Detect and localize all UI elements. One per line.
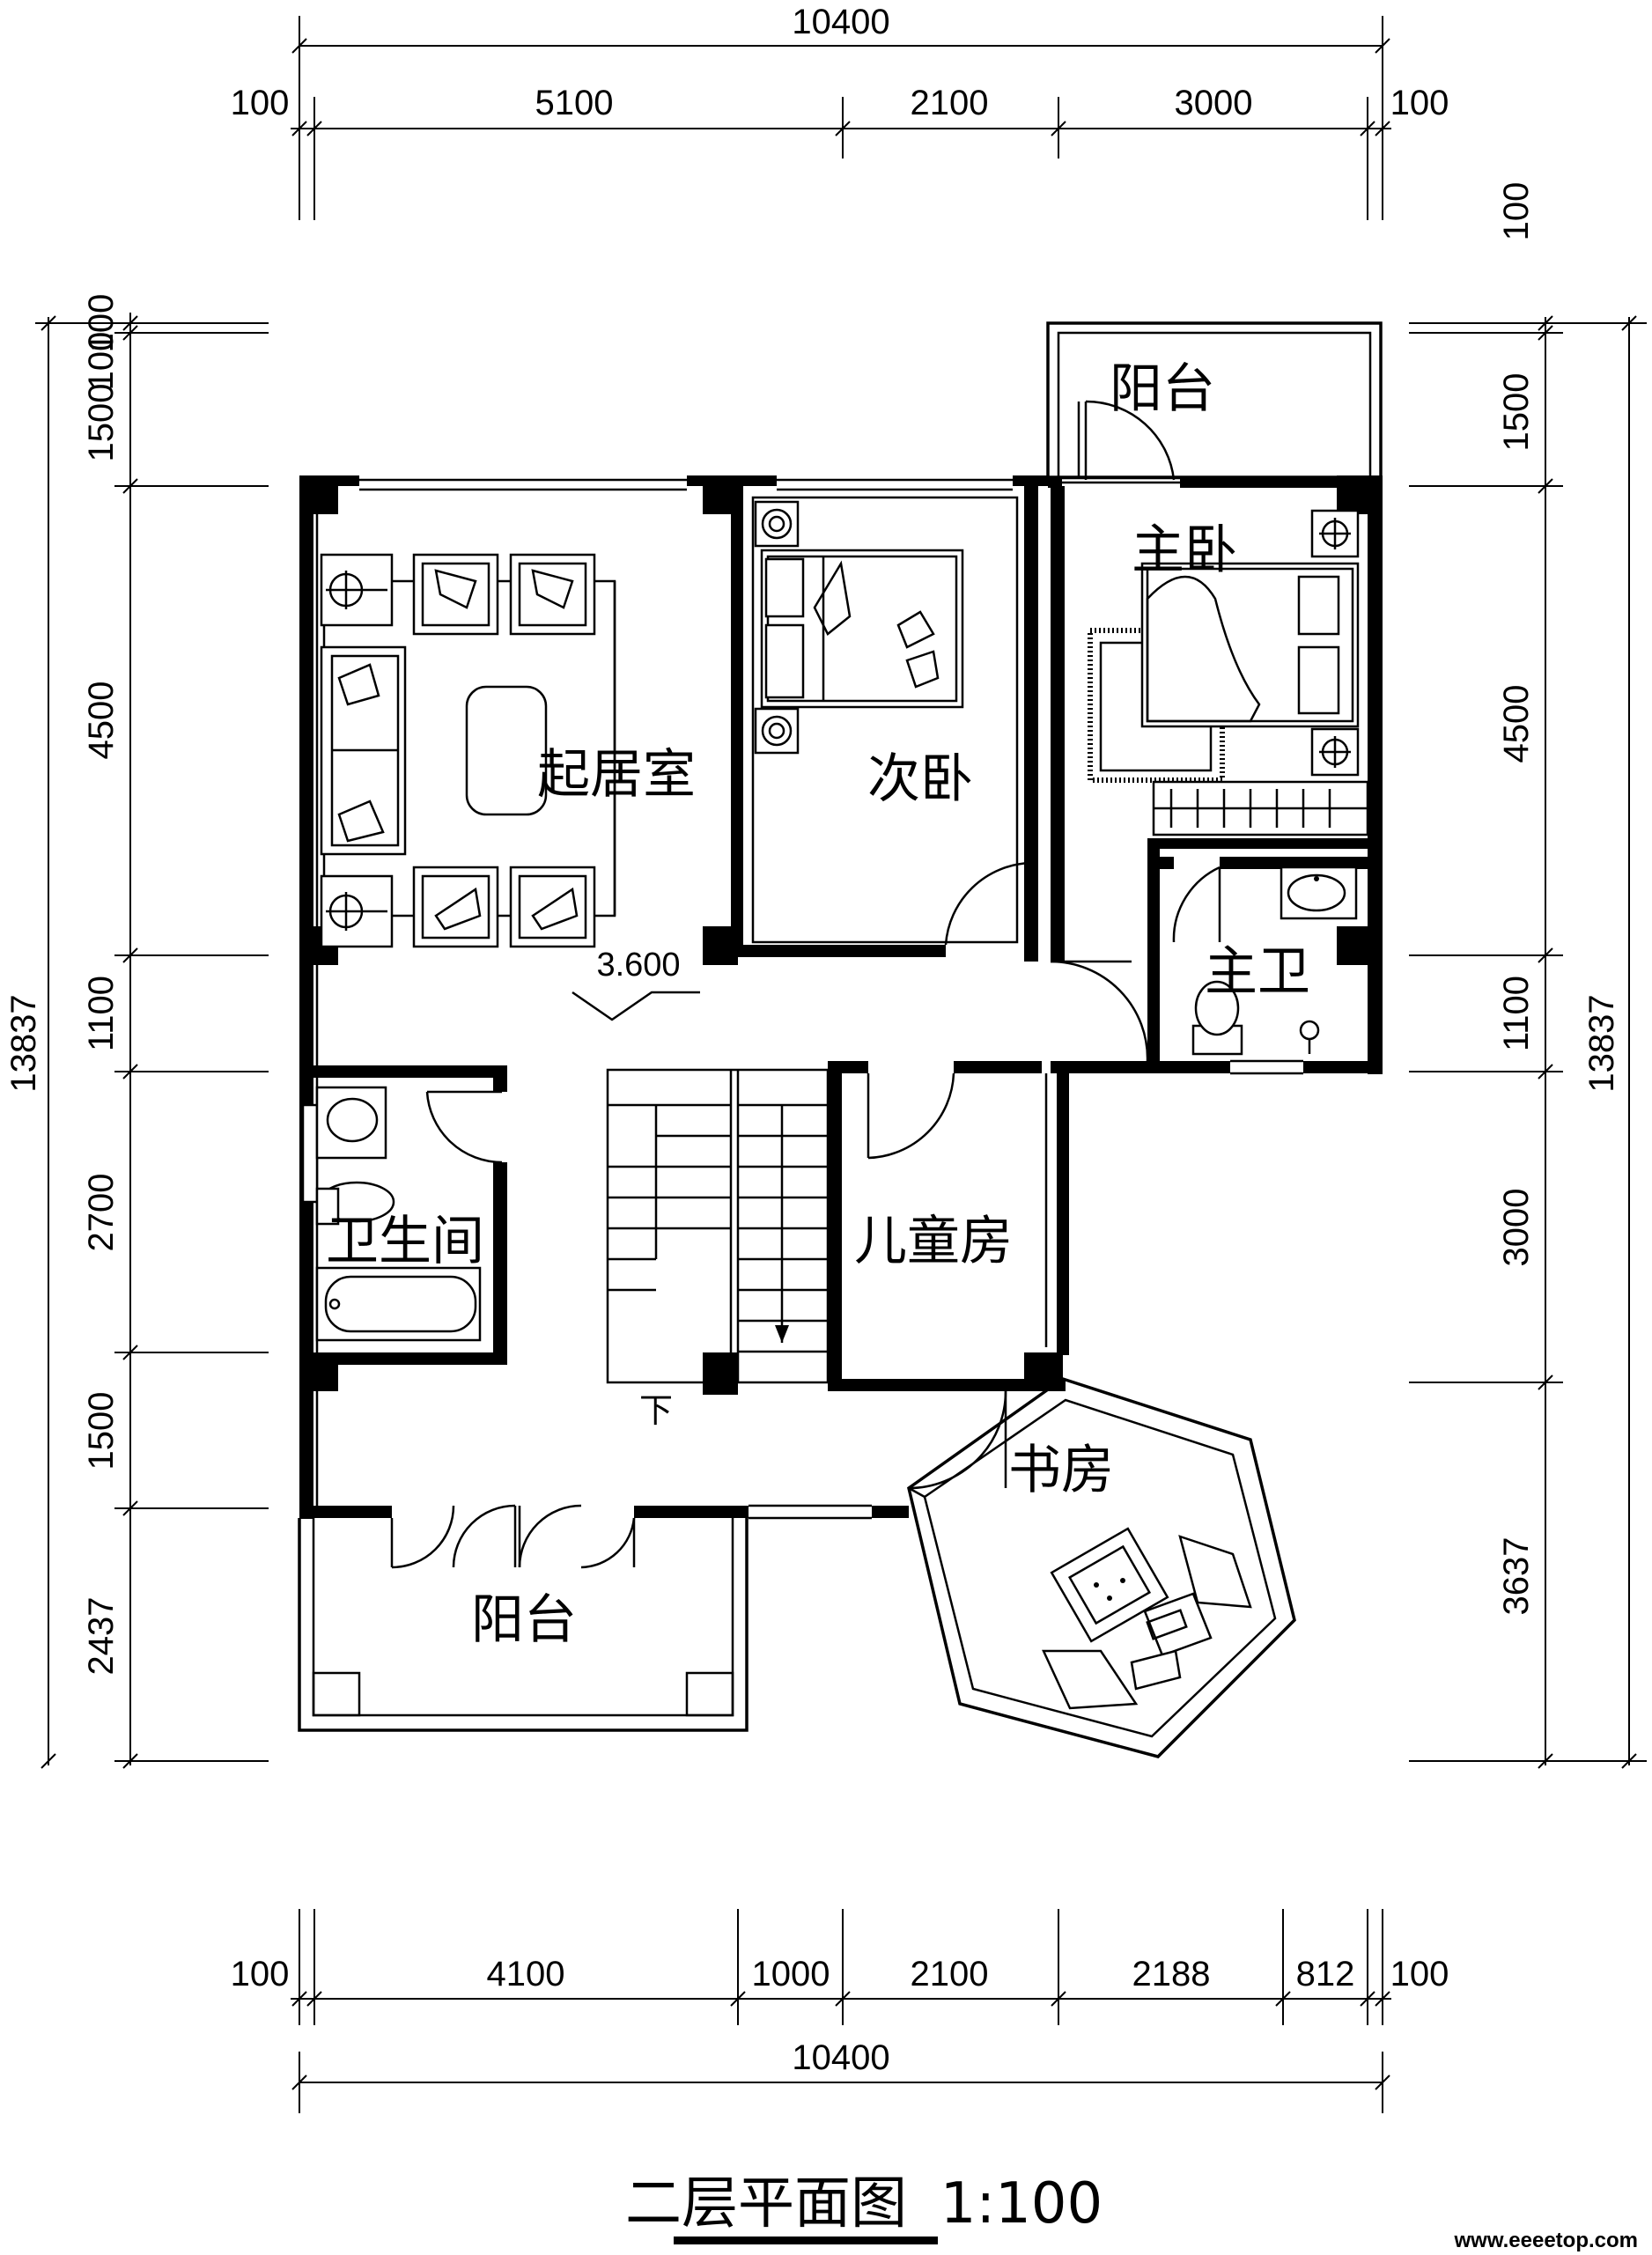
doors <box>390 861 1221 1569</box>
top-total-dim: 10400 <box>792 3 889 41</box>
balcony-top: 阳台 <box>1046 321 1383 481</box>
toilet <box>1191 980 1243 1056</box>
room-label-living-room: 起居室 <box>537 744 696 806</box>
left-dim-2: 100 <box>82 332 121 391</box>
bathtub <box>315 1266 482 1342</box>
coffee-table <box>465 685 548 816</box>
living-room-furniture <box>320 553 616 948</box>
level-marker: 3.600 <box>572 947 700 1021</box>
nightstand <box>754 500 800 548</box>
bottom-dim-5: 2188 <box>1132 1955 1211 1993</box>
right-dim-6: 3637 <box>1497 1537 1536 1616</box>
wardrobe <box>1152 780 1369 836</box>
room-label-master-bedroom: 主卧 <box>1132 520 1237 581</box>
room-label-kids-room: 儿童房 <box>854 1211 1013 1272</box>
double-bed <box>1140 562 1360 728</box>
armchair <box>412 866 499 948</box>
room-label-bathroom: 卫生间 <box>326 1211 484 1272</box>
balcony-bottom: 阳台 <box>298 1518 749 1732</box>
top-dim-5: 100 <box>1390 84 1449 122</box>
right-dimensions: 100 1500 4500 1100 3000 3637 13837 <box>1409 182 1647 1769</box>
bottom-dim-6: 812 <box>1296 1955 1355 1993</box>
floor-drain <box>1299 1020 1320 1054</box>
level-label: 3.600 <box>596 947 680 984</box>
study-room: 书房 <box>907 1377 1296 1758</box>
top-dim-4: 3000 <box>1175 84 1253 122</box>
nightstand <box>754 707 800 755</box>
sink <box>1280 866 1358 920</box>
armchair <box>509 866 596 948</box>
nightstand <box>1310 727 1360 777</box>
nightstand <box>1310 509 1360 558</box>
armchair <box>509 553 596 636</box>
top-dim-2: 5100 <box>535 84 614 122</box>
room-label-balcony-bottom: 阳台 <box>471 1589 577 1651</box>
right-dim-2: 1500 <box>1497 373 1536 452</box>
room-label-second-bedroom: 次卧 <box>867 748 973 810</box>
left-dim-4: 4500 <box>82 682 121 760</box>
left-dim-8: 2437 <box>82 1597 121 1676</box>
bottom-dim-2: 4100 <box>487 1955 565 1993</box>
desk <box>1042 1535 1252 1710</box>
left-dim-7: 1500 <box>82 1392 121 1470</box>
armchair <box>1050 1527 1169 1643</box>
stair-down-label: 下 <box>639 1393 673 1430</box>
footer-watermark: www.eeeetop.com <box>1454 2229 1639 2252</box>
left-dim-1: 100 <box>82 294 121 353</box>
left-total-dim: 13837 <box>4 994 43 1092</box>
toilet <box>315 1181 395 1226</box>
room-label-study: 书房 <box>1008 1440 1114 1501</box>
room-label-balcony-top: 阳台 <box>1110 358 1215 420</box>
drawing-title: 二层平面图 <box>625 2171 907 2237</box>
double-bed <box>760 549 964 709</box>
left-dimensions: 13837 100 100 1500 4500 1100 2700 1500 2… <box>4 294 269 1769</box>
room-label-master-bath: 主卫 <box>1205 941 1310 1003</box>
master-bedroom-furniture: 主卧 <box>1088 509 1369 836</box>
left-dim-6: 2700 <box>82 1174 121 1252</box>
left-dim-3: 1500 <box>82 384 121 462</box>
bottom-dim-1: 100 <box>231 1955 290 1993</box>
bottom-total-dim: 10400 <box>792 2038 889 2077</box>
side-table-bottom <box>320 874 394 948</box>
right-dim-1: 100 <box>1497 182 1536 241</box>
walls <box>299 475 1383 1520</box>
staircase: 下 <box>606 1068 830 1430</box>
right-dim-4: 1100 <box>1497 976 1536 1051</box>
left-dim-5: 1100 <box>82 976 121 1051</box>
drawing-scale: 1:100 <box>940 2171 1103 2237</box>
side-table-top <box>320 553 394 627</box>
second-bedroom-furniture <box>751 496 1019 944</box>
sofa <box>320 645 407 856</box>
bottom-dimensions: 100 4100 1000 2100 2188 812 100 10400 <box>231 1909 1449 2113</box>
right-dim-5: 3000 <box>1497 1189 1536 1267</box>
top-dimensions: 10400 100 5100 2100 3000 100 <box>231 3 1449 220</box>
armchair <box>412 553 499 636</box>
drawing-title-block: 二层平面图 1:100 www.eeeetop.com <box>625 2171 1638 2252</box>
right-total-dim: 13837 <box>1582 994 1621 1092</box>
right-dim-3: 4500 <box>1497 685 1536 763</box>
bottom-dim-7: 100 <box>1390 1955 1449 1993</box>
bathroom-fixtures: 卫生间 <box>301 1086 484 1342</box>
top-dim-3: 2100 <box>911 84 989 122</box>
sink <box>315 1086 387 1160</box>
bottom-dim-3: 1000 <box>752 1955 830 1993</box>
master-bath-fixtures: 主卫 <box>1191 866 1358 1056</box>
bottom-dim-4: 2100 <box>911 1955 989 1993</box>
top-dim-1: 100 <box>231 84 290 122</box>
